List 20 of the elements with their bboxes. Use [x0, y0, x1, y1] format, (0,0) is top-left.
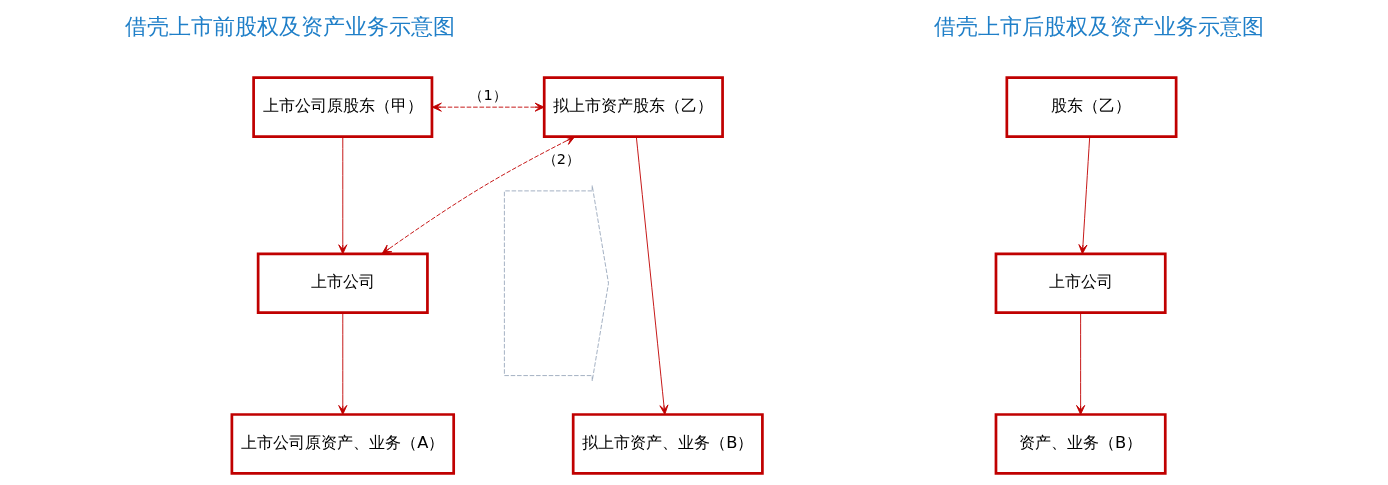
arrow: [337, 312, 347, 415]
node-box: 上市公司: [994, 252, 1167, 315]
edge-label: （2）: [542, 151, 580, 168]
arrow: [337, 136, 347, 255]
node-box: 上市公司原股东（甲）: [251, 76, 433, 138]
node-box: 上市公司: [256, 252, 429, 315]
edge-label: （1）: [468, 86, 507, 103]
node-arrow: [503, 185, 609, 382]
label: 借壳上市前股权及资产业务示意图: [124, 13, 455, 39]
node-box: 股东（乙）: [1005, 76, 1177, 138]
arrow: [1075, 312, 1085, 415]
label: 借壳上市后股权及资产业务示意图: [933, 13, 1264, 39]
arrow: [381, 136, 575, 255]
node-box: 拟上市资产股东（乙）: [542, 76, 724, 138]
arrow: [635, 136, 668, 415]
node-box: 拟上市资产、业务（B）: [571, 413, 764, 475]
node-box: 资产、业务（B）: [994, 413, 1167, 475]
arrow: [1077, 136, 1090, 255]
arrow: [431, 102, 545, 112]
node-box: 上市公司原资产、业务（A）: [230, 413, 455, 475]
